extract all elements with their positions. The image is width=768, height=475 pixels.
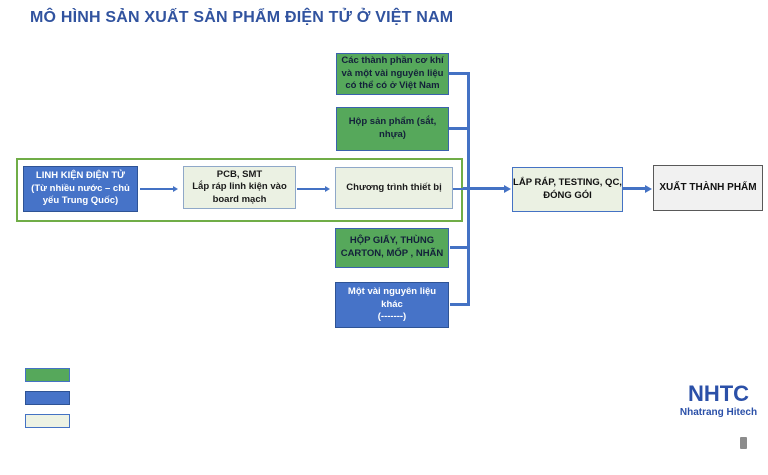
- box-mechanical-components: Các thành phần cơ khí và một vài nguyên …: [336, 53, 449, 95]
- legend-swatch-blue: [25, 391, 70, 405]
- stub-mechanical-components: [449, 72, 467, 75]
- box-electronic-components: LINH KIỆN ĐIỆN TỬ (Từ nhiều nước – chủ y…: [23, 166, 138, 212]
- box-assembly-testing: LẮP RÁP, TESTING, QC, ĐÓNG GÓI: [512, 167, 623, 212]
- box-export-finished-product: XUẤT THÀNH PHẨM: [653, 165, 763, 211]
- arrowhead-to-export-icon: [645, 184, 652, 193]
- page-number-mark: [740, 437, 747, 449]
- arrowhead-to-program-icon: [325, 186, 330, 192]
- connector-edge-to-assembly: [463, 187, 505, 190]
- page-title: MÔ HÌNH SẢN XUẤT SẢN PHẨM ĐIỆN TỬ Ở VIỆT…: [30, 9, 454, 26]
- box-pcb-smt: PCB, SMT Lắp ráp linh kiện vào board mạc…: [183, 166, 296, 209]
- trunk-connector: [467, 72, 470, 306]
- connector-components-to-pcb: [140, 188, 173, 190]
- box-other-materials: Một vài nguyên liệu khác (-------): [335, 282, 449, 328]
- stub-paper-carton: [450, 246, 467, 249]
- logo-name: Nhatrang Hitech: [679, 406, 758, 418]
- box-device-program: Chương trình thiết bị: [335, 167, 453, 209]
- company-logo: NHTC Nhatrang Hitech: [671, 376, 766, 424]
- box-product-case: Hộp sản phẩm (sắt, nhựa): [336, 107, 449, 151]
- arrowhead-to-assembly-icon: [504, 184, 511, 193]
- connector-assembly-to-export: [623, 187, 646, 190]
- connector-pcb-to-program: [297, 188, 325, 190]
- arrowhead-to-pcb-icon: [173, 186, 178, 192]
- stub-product-case: [449, 127, 467, 130]
- legend-swatch-white: [25, 414, 70, 428]
- connector-program-to-edge: [453, 188, 464, 190]
- stub-other-materials: [450, 303, 467, 306]
- logo-acronym: NHTC: [687, 380, 750, 406]
- legend-swatch-green: [25, 368, 70, 382]
- box-paper-carton-label: HỘP GIẤY, THÙNG CARTON, MỐP , NHÃN: [335, 228, 449, 268]
